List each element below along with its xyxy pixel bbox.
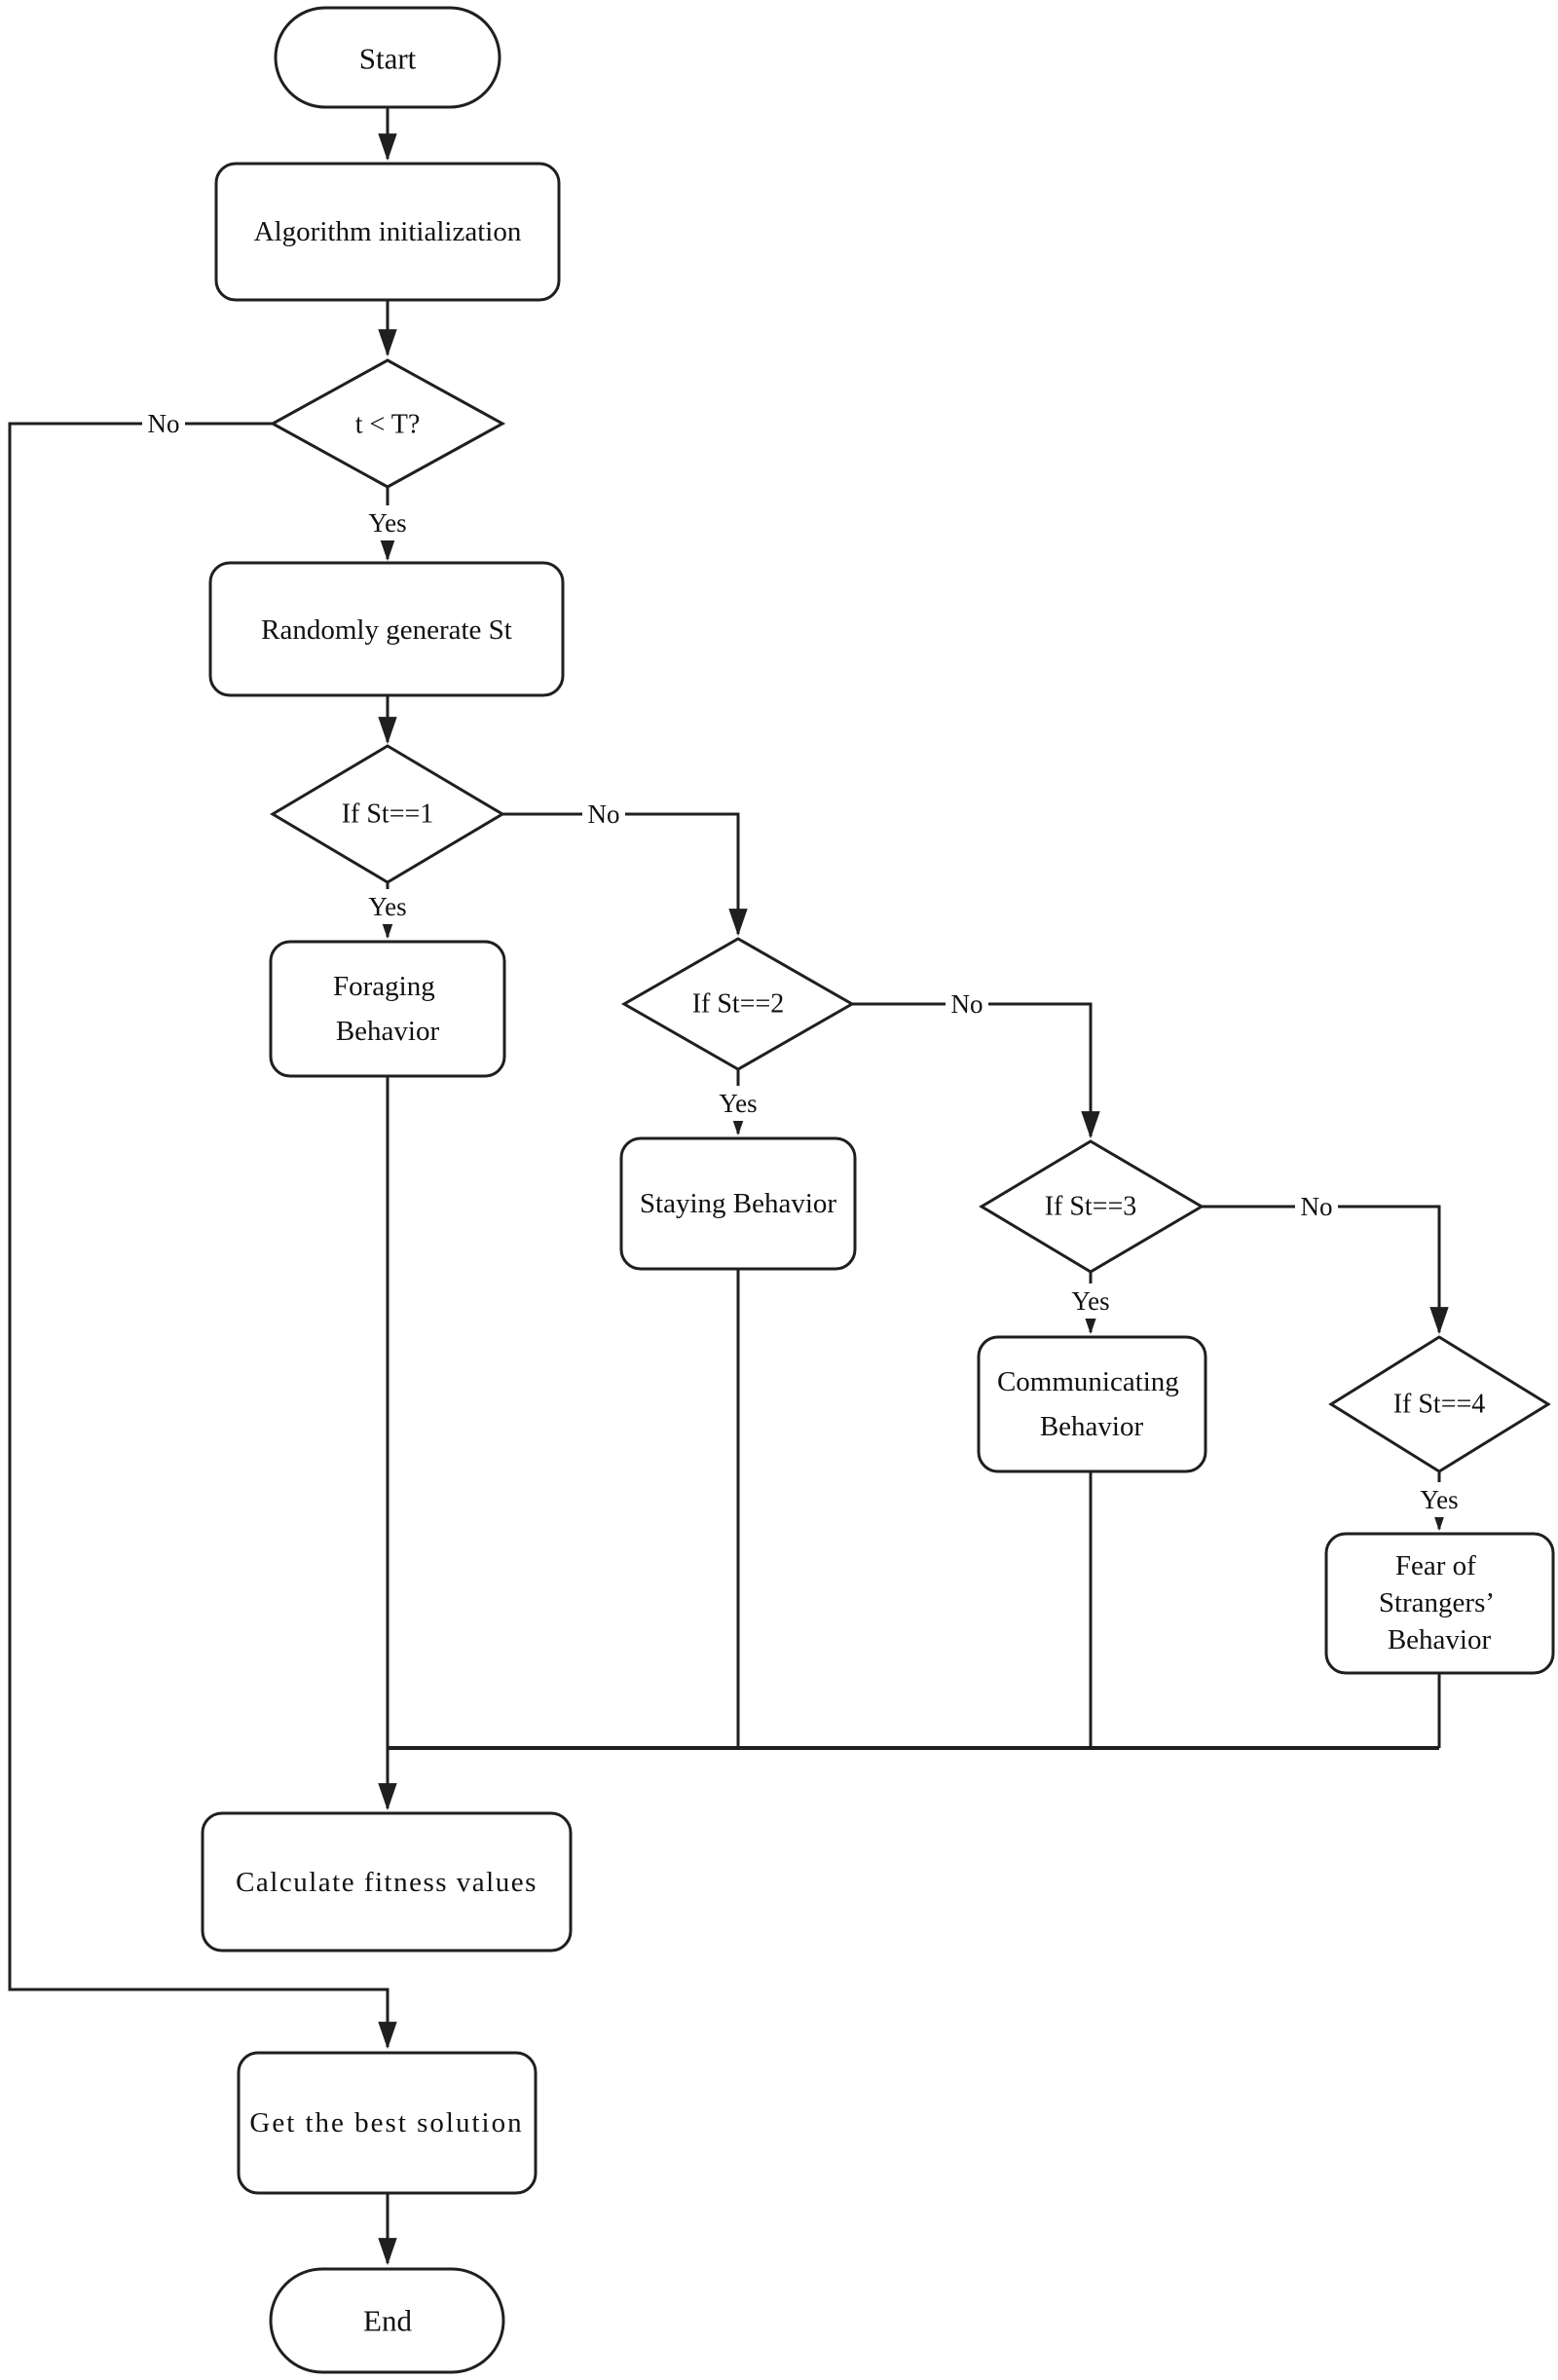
fear-line1: Fear of [1395, 1550, 1476, 1581]
randomly-generate-st-label: Randomly generate St [261, 614, 512, 646]
process-shape [269, 940, 506, 1078]
node-communicating-behavior: Communicating Behavior [977, 1335, 1207, 1473]
edge-label-bg [582, 797, 625, 832]
communicating-behavior-label: Communicating Behavior [997, 1366, 1186, 1442]
if-st4-label: If St==4 [1393, 1390, 1486, 1420]
node-start: Start [274, 6, 501, 109]
edge-label-yes: Yes [1420, 1485, 1458, 1514]
decision-diamond [1328, 1335, 1551, 1473]
calculate-fitness-values-label: Calculate fitness values [236, 1867, 538, 1898]
edge-label-bg [1413, 1482, 1465, 1517]
edge-tdecision-no-loop [8, 422, 397, 2050]
decision-diamond [620, 937, 856, 1071]
node-get-the-best-solution: Get the best solution [237, 2051, 538, 2195]
node-if-st4: If St==4 [1328, 1335, 1551, 1473]
edge-label-bg [1295, 1189, 1338, 1224]
get-the-best-solution-label: Get the best solution [249, 2107, 523, 2138]
edge-label-bg [712, 1086, 764, 1121]
foraging-behavior-label: Foraging Behavior [333, 971, 442, 1047]
edge-ifst3-no [1202, 1205, 1449, 1335]
foraging-line2: Behavior [336, 1016, 440, 1047]
edge-labels: No Yes Yes No Yes No Yes No Yes [142, 406, 1465, 1517]
node-if-st2: If St==2 [620, 937, 856, 1071]
node-t-decision: t < T? [269, 358, 506, 489]
decision-diamond [269, 358, 506, 489]
edge-label-bg [142, 406, 185, 441]
fear-of-strangers-behavior-label: Fear of Strangers’ Behavior [1379, 1550, 1500, 1655]
edge-label-no: No [148, 409, 180, 438]
process-shape [619, 1136, 857, 1271]
node-foraging-behavior: Foraging Behavior [269, 940, 506, 1078]
process-shape [977, 1335, 1207, 1473]
nodes: Start Algorithm initialization t < T? Ra… [201, 6, 1555, 2374]
start-label: Start [359, 42, 417, 76]
edge-label-yes: Yes [719, 1089, 757, 1118]
edge-label-no: No [1301, 1192, 1333, 1221]
edge-label-yes: Yes [368, 508, 406, 538]
process-shape [208, 561, 565, 697]
edge-label-no: No [588, 800, 620, 829]
node-fear-of-strangers-behavior: Fear of Strangers’ Behavior [1324, 1532, 1555, 1675]
process-shape [237, 2051, 538, 2195]
edge-ifst1-no [502, 812, 748, 937]
fear-line3: Behavior [1388, 1624, 1492, 1655]
process-shape [201, 1811, 573, 1952]
edge-ifst2-no [852, 1002, 1100, 1139]
node-staying-behavior: Staying Behavior [619, 1136, 857, 1271]
if-st3-label: If St==3 [1045, 1192, 1137, 1222]
node-algorithm-initialization: Algorithm initialization [214, 162, 561, 302]
decision-diamond [979, 1139, 1205, 1274]
edge-label-bg [361, 505, 414, 540]
foraging-line1: Foraging [333, 971, 435, 1002]
communicating-line1: Communicating [997, 1366, 1179, 1397]
end-terminator-shape [269, 2267, 505, 2374]
decision-diamond [270, 744, 505, 884]
communicating-line2: Behavior [1040, 1411, 1144, 1442]
algorithm-initialization-label: Algorithm initialization [254, 216, 522, 247]
edge-label-bg [946, 986, 988, 1022]
staying-behavior-label: Staying Behavior [640, 1188, 837, 1219]
edge-label-bg [361, 889, 414, 924]
start-terminator-shape [274, 6, 501, 109]
edge-label-no: No [951, 989, 983, 1019]
process-shape [1324, 1532, 1555, 1675]
node-if-st1: If St==1 [270, 744, 505, 884]
edge-label-bg [1064, 1283, 1117, 1319]
if-st1-label: If St==1 [342, 800, 434, 830]
process-shape [214, 162, 561, 302]
node-randomly-generate-st: Randomly generate St [208, 561, 565, 697]
end-label: End [363, 2304, 412, 2338]
t-decision-label: t < T? [355, 410, 421, 440]
node-end: End [269, 2267, 505, 2374]
edge-label-yes: Yes [1071, 1286, 1109, 1316]
edge-label-yes: Yes [368, 892, 406, 921]
if-st2-label: If St==2 [692, 989, 785, 1020]
fear-line2: Strangers’ [1379, 1587, 1493, 1618]
node-calculate-fitness-values: Calculate fitness values [201, 1811, 573, 1952]
node-if-st3: If St==3 [979, 1139, 1205, 1274]
